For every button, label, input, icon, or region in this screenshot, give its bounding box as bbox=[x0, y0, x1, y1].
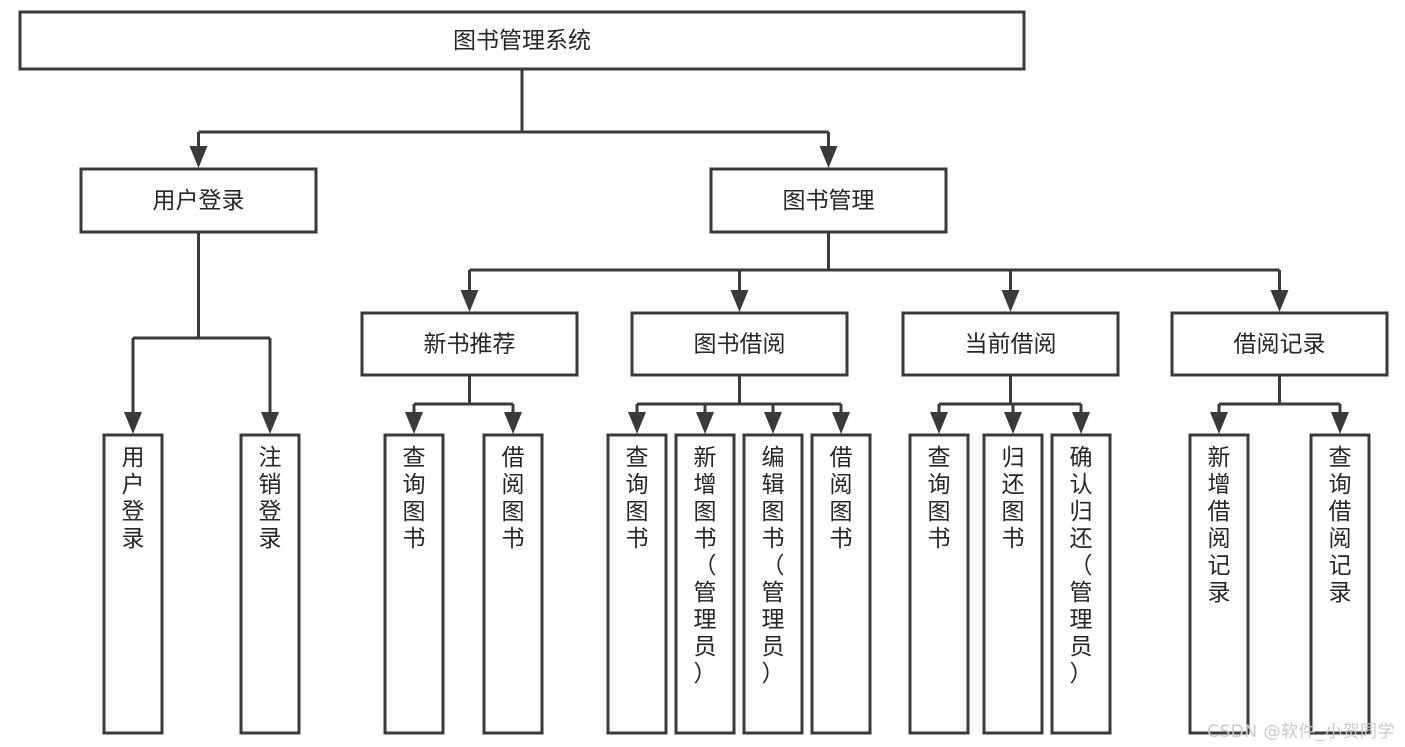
node-box bbox=[982, 433, 1044, 735]
arrow-head-icon bbox=[1004, 412, 1022, 434]
node-box bbox=[674, 433, 736, 735]
node-box bbox=[901, 311, 1120, 377]
node-label-vertical: 归还图书 bbox=[1002, 445, 1025, 552]
arrow-head-icon bbox=[1210, 412, 1228, 434]
node-box bbox=[383, 433, 445, 735]
node-leaf-edit-book[interactable]: 编辑图书（管理员） bbox=[742, 433, 804, 735]
node-book-manage[interactable]: 图书管理 bbox=[709, 167, 948, 234]
node-leaf-return-book[interactable]: 归还图书 bbox=[982, 433, 1044, 735]
node-box bbox=[360, 311, 579, 377]
node-label: 用户登录 bbox=[153, 188, 245, 214]
arrow-head-icon bbox=[189, 146, 208, 168]
arrow-head-icon bbox=[504, 412, 522, 434]
node-box bbox=[742, 433, 804, 735]
node-root[interactable]: 图书管理系统 bbox=[18, 10, 1026, 71]
node-label: 当前借阅 bbox=[965, 332, 1057, 358]
arrow-head-icon bbox=[819, 146, 838, 168]
node-leaf-borrow-book-1[interactable]: 借阅图书 bbox=[482, 433, 544, 735]
node-label-vertical: 确认归还（管理员） bbox=[1070, 445, 1093, 687]
node-label-vertical: 借阅图书 bbox=[830, 445, 853, 552]
node-box bbox=[1188, 433, 1250, 735]
arrow-head-icon bbox=[1331, 412, 1349, 434]
node-leaf-query-book-3[interactable]: 查询图书 bbox=[908, 433, 970, 735]
node-box bbox=[18, 10, 1026, 71]
node-user-login[interactable]: 用户登录 bbox=[79, 167, 318, 234]
node-leaf-query-book-2[interactable]: 查询图书 bbox=[606, 433, 668, 735]
arrow-head-icon bbox=[261, 412, 279, 434]
arrow-head-icon bbox=[628, 412, 646, 434]
node-box bbox=[630, 311, 849, 377]
node-label: 借阅记录 bbox=[1234, 332, 1326, 358]
node-label-vertical: 新增图书（管理员） bbox=[694, 445, 717, 687]
node-label: 图书管理系统 bbox=[453, 28, 591, 54]
node-box bbox=[810, 433, 872, 735]
node-borrow-record[interactable]: 借阅记录 bbox=[1170, 311, 1389, 377]
node-box bbox=[79, 167, 318, 234]
node-label-vertical: 查询图书 bbox=[928, 445, 951, 552]
arrow-head-icon bbox=[1072, 412, 1090, 434]
node-label: 图书借阅 bbox=[694, 332, 786, 358]
node-box bbox=[1309, 433, 1371, 735]
node-leaf-confirm-return[interactable]: 确认归还（管理员） bbox=[1050, 433, 1112, 735]
node-leaf-user-login[interactable]: 用户登录 bbox=[102, 433, 164, 735]
node-box bbox=[102, 433, 164, 735]
arrow-head-icon bbox=[764, 412, 782, 434]
arrow-head-icon bbox=[124, 412, 142, 434]
node-box bbox=[239, 433, 301, 735]
node-box bbox=[908, 433, 970, 735]
node-label: 新书推荐 bbox=[424, 332, 516, 358]
node-label-vertical: 查询图书 bbox=[626, 445, 649, 552]
arrow-head-icon bbox=[832, 412, 850, 434]
node-leaf-user-logout[interactable]: 注销登录 bbox=[239, 433, 301, 735]
arrow-head-icon bbox=[696, 412, 714, 434]
node-box bbox=[1050, 433, 1112, 735]
node-leaf-add-book[interactable]: 新增图书（管理员） bbox=[674, 433, 736, 735]
node-layer: 图书管理系统用户登录图书管理新书推荐图书借阅当前借阅借阅记录用户登录注销登录查询… bbox=[18, 10, 1389, 735]
node-label: 图书管理 bbox=[783, 188, 875, 214]
node-current-borrow[interactable]: 当前借阅 bbox=[901, 311, 1120, 377]
node-book-borrow[interactable]: 图书借阅 bbox=[630, 311, 849, 377]
node-leaf-query-book-1[interactable]: 查询图书 bbox=[383, 433, 445, 735]
node-label-vertical: 注销登录 bbox=[259, 445, 282, 552]
node-label-vertical: 编辑图书（管理员） bbox=[762, 445, 785, 687]
node-label-vertical: 查询借阅记录 bbox=[1329, 445, 1352, 606]
connector-layer bbox=[124, 69, 1349, 434]
node-leaf-query-record[interactable]: 查询借阅记录 bbox=[1309, 433, 1371, 735]
node-label-vertical: 借阅图书 bbox=[502, 445, 525, 552]
node-box bbox=[709, 167, 948, 234]
node-box bbox=[606, 433, 668, 735]
node-box bbox=[1170, 311, 1389, 377]
node-label-vertical: 用户登录 bbox=[122, 445, 145, 552]
node-leaf-add-record[interactable]: 新增借阅记录 bbox=[1188, 433, 1250, 735]
arrow-head-icon bbox=[930, 412, 948, 434]
node-box bbox=[482, 433, 544, 735]
arrow-head-icon bbox=[405, 412, 423, 434]
arrow-head-icon bbox=[1270, 290, 1289, 312]
arrow-head-icon bbox=[1001, 290, 1020, 312]
node-leaf-borrow-book-2[interactable]: 借阅图书 bbox=[810, 433, 872, 735]
node-new-book-rec[interactable]: 新书推荐 bbox=[360, 311, 579, 377]
node-label-vertical: 新增借阅记录 bbox=[1208, 445, 1231, 606]
node-label-vertical: 查询图书 bbox=[403, 445, 426, 552]
arrow-head-icon bbox=[460, 290, 479, 312]
arrow-head-icon bbox=[730, 290, 749, 312]
